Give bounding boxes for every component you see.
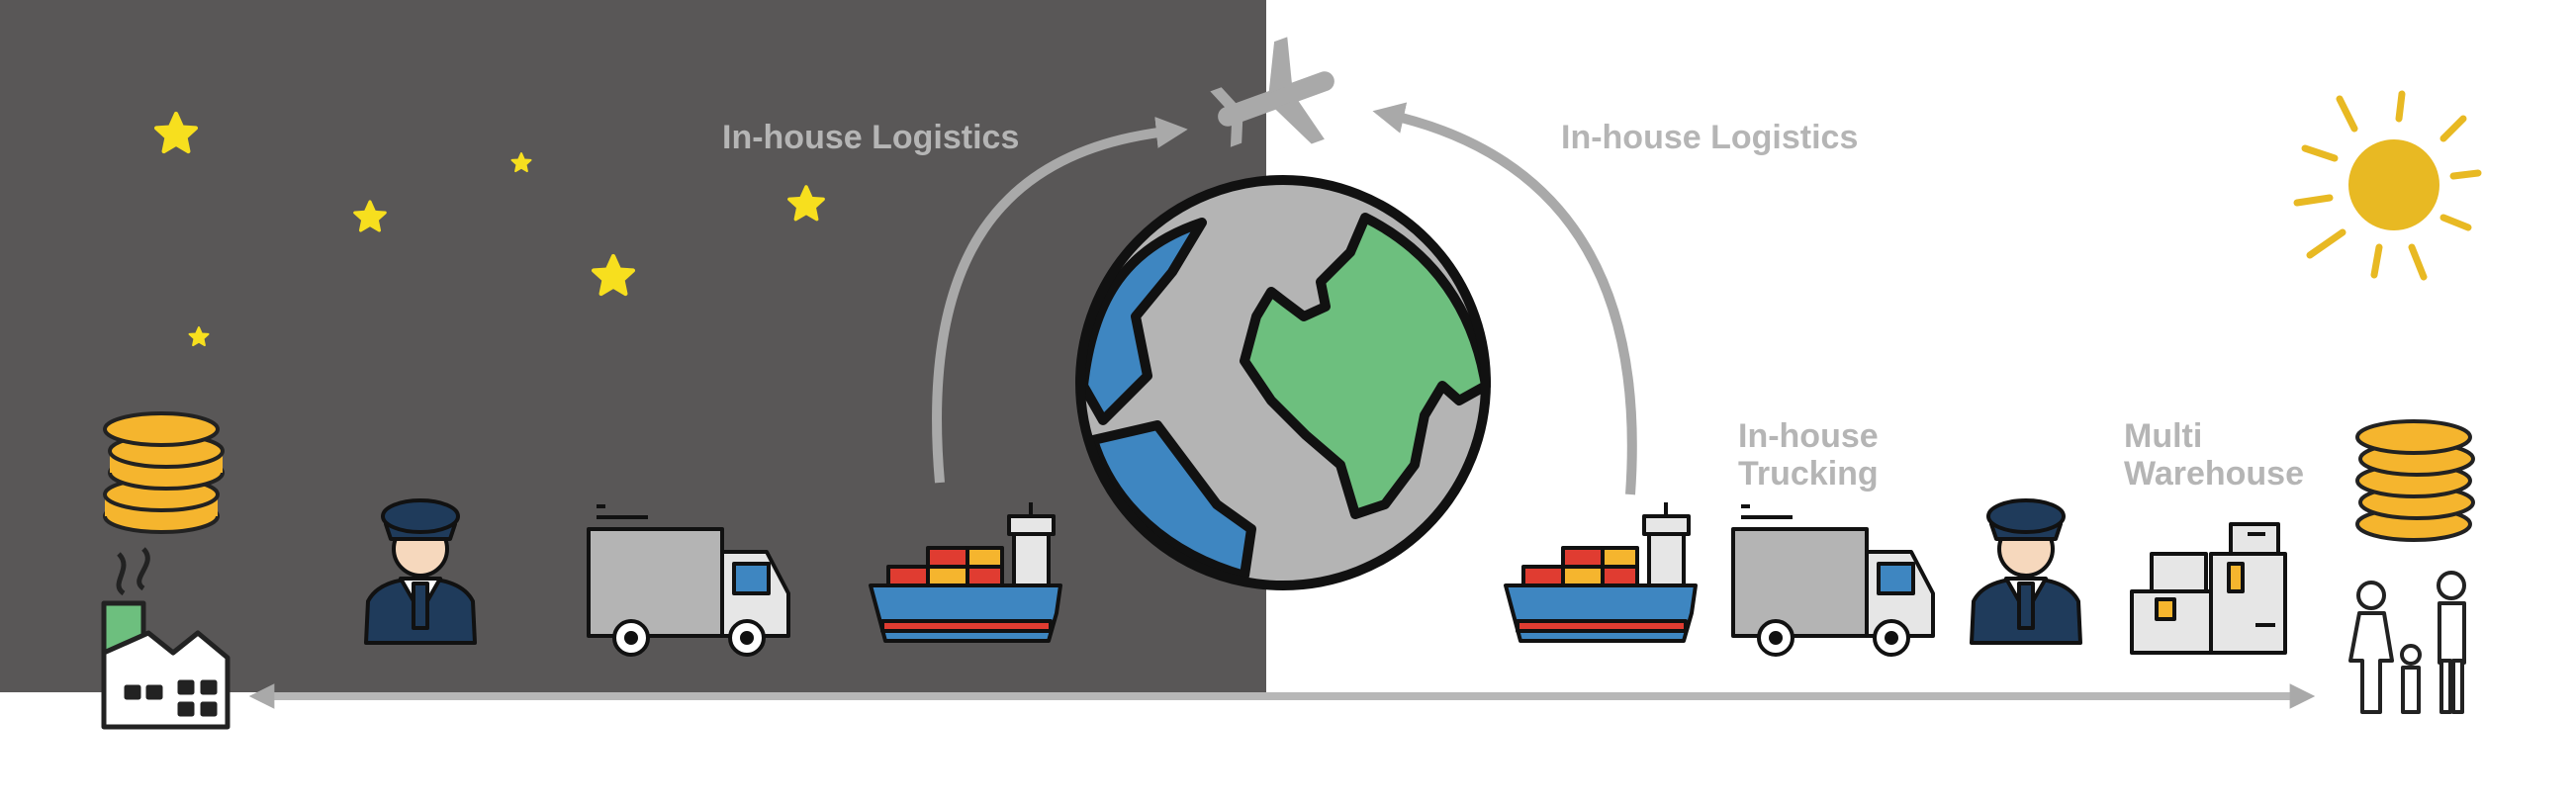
truck-icon bbox=[1731, 504, 1935, 657]
star-icon bbox=[591, 253, 636, 297]
inhouse-trucking-label-line: In-house bbox=[1738, 417, 1879, 455]
officer-icon bbox=[364, 498, 477, 645]
truck-icon bbox=[587, 504, 790, 657]
multi-warehouse-label: Multi Warehouse bbox=[2124, 417, 2304, 493]
star-icon bbox=[188, 326, 210, 347]
cargo-ship-icon bbox=[869, 502, 1062, 643]
inhouse-trucking-label-line: Trucking bbox=[1738, 455, 1879, 493]
officer-icon bbox=[1970, 498, 2082, 645]
factory-icon bbox=[101, 547, 230, 730]
multi-warehouse-label-line: Multi bbox=[2124, 417, 2203, 455]
cargo-ship-icon bbox=[1504, 500, 1698, 643]
coins-icon bbox=[103, 411, 225, 534]
inhouse-trucking-label: In-house Trucking bbox=[1738, 417, 1879, 493]
multi-warehouse-label-line: Warehouse bbox=[2124, 455, 2305, 493]
coins-icon bbox=[2355, 419, 2475, 542]
star-icon bbox=[510, 152, 532, 173]
air-route-arrow-left bbox=[932, 117, 1188, 484]
globe-icon bbox=[1075, 175, 1491, 590]
inhouse-logistics-label: In-house Logistics bbox=[722, 119, 1020, 156]
air-route-arrow-right bbox=[1372, 102, 1637, 495]
family-icon bbox=[2348, 571, 2466, 714]
inhouse-logistics-label: In-house Logistics bbox=[1561, 119, 1859, 156]
star-icon bbox=[353, 200, 387, 232]
warehouse-boxes-icon bbox=[2130, 522, 2287, 655]
star-icon bbox=[787, 185, 825, 222]
airplane-icon bbox=[1210, 37, 1334, 147]
sun-icon bbox=[2293, 90, 2482, 281]
star-icon bbox=[153, 111, 199, 154]
